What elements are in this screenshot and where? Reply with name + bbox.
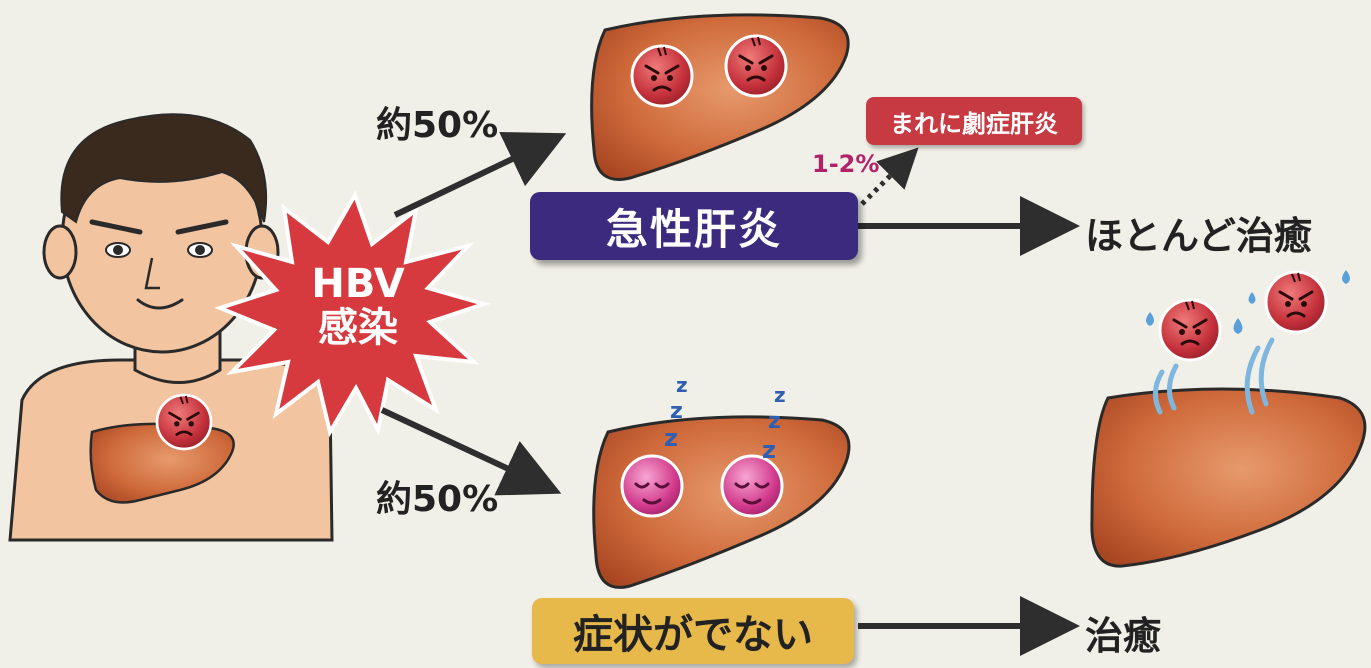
sleeping-virus-icon (622, 456, 682, 516)
angry-virus-icon (726, 36, 786, 96)
sleeping-virus-icon (722, 456, 782, 516)
hbv-infection-label: HBV 感染 (298, 262, 418, 350)
angry-virus-icon (1160, 300, 1220, 360)
asymptomatic-box: 症状がでない (532, 598, 854, 664)
svg-text:z: z (670, 399, 683, 424)
fulminant-hepatitis-box: まれに劇症肝炎 (866, 97, 1082, 145)
angry-virus-icon (632, 46, 692, 106)
lower-path-percent: 約50% (376, 470, 498, 522)
upper-path-percent: 約50% (376, 96, 498, 148)
asymptomatic-outcome: 治癒 (1085, 605, 1161, 660)
acute-outcome: ほとんど治癒 (1085, 205, 1312, 260)
svg-text:z: z (768, 409, 781, 434)
acute-hepatitis-box: 急性肝炎 (530, 192, 858, 260)
liver-icon (1092, 389, 1365, 566)
liver-icon (592, 15, 849, 180)
svg-text:z: z (664, 424, 678, 452)
svg-text:z: z (774, 383, 786, 407)
svg-text:z: z (676, 373, 688, 397)
hbv-label-line1: HBV (298, 262, 418, 306)
angry-virus-icon (1266, 272, 1326, 332)
svg-text:z: z (762, 436, 776, 464)
hbv-label-line2: 感染 (298, 306, 418, 350)
fulminant-rate: 1-2% (812, 150, 879, 178)
